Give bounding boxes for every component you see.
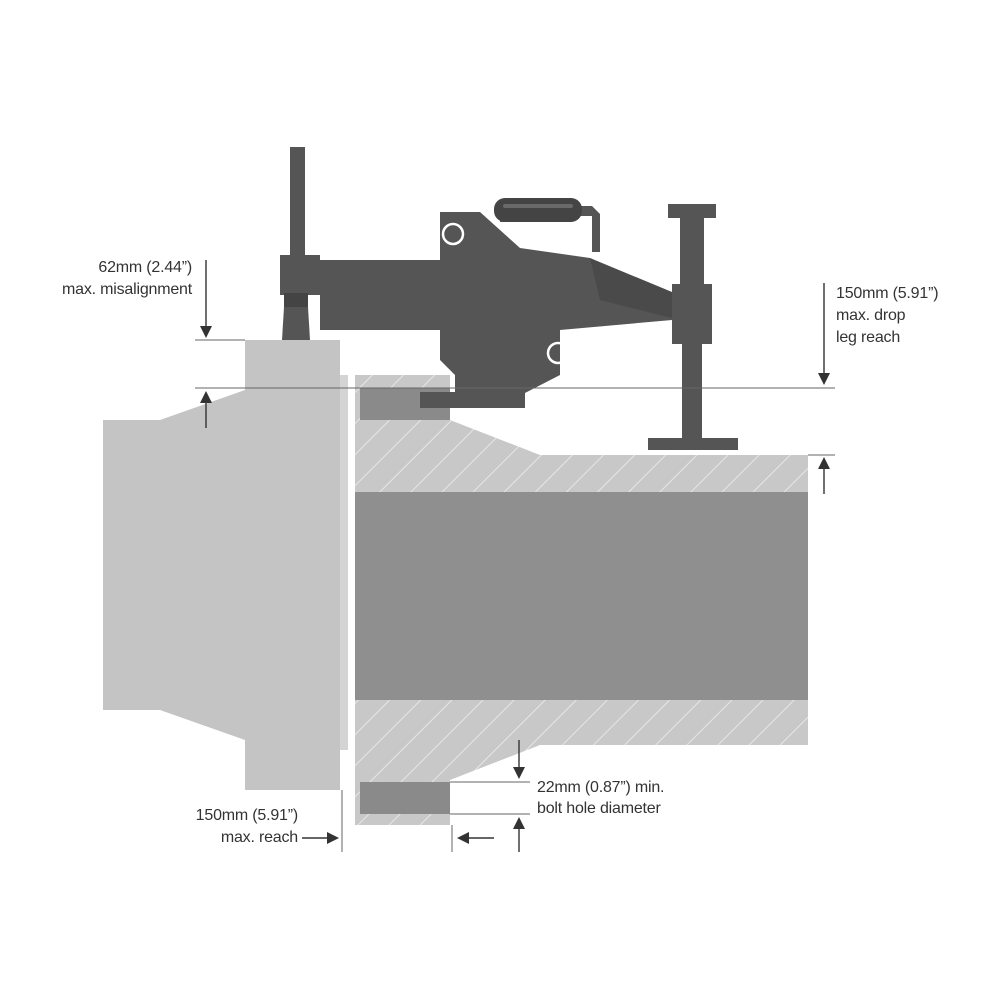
drop-caption-2: leg reach [836, 329, 900, 346]
upper-pivot-hole [441, 222, 465, 246]
tool-spindle-head [280, 255, 320, 295]
right-pipe-bore [355, 492, 808, 700]
tool-spindle-collar [284, 293, 308, 307]
lower-pivot-hole [546, 341, 570, 365]
left-flange [103, 340, 348, 790]
misalignment-caption: max. misalignment [62, 281, 193, 298]
tool-handle-grip [494, 198, 582, 222]
tool-spindle [290, 147, 305, 257]
bolt-value: 22mm (0.87”) min. [537, 779, 664, 796]
reach-caption: max. reach [221, 829, 298, 846]
right-flange [355, 375, 808, 825]
tool-arm-extension [590, 258, 672, 318]
bolt-caption: bolt hole diameter [537, 800, 661, 817]
drop-leg-foot [648, 438, 738, 450]
right-pipe-lower-wall [355, 700, 808, 825]
reach-dimension: 150mm (5.91”) max. reach [196, 790, 343, 852]
misalignment-dimension: 62mm (2.44”) max. misalignment [62, 259, 835, 428]
tool-jaw-tip [282, 307, 310, 340]
right-pipe-upper-wall [355, 375, 808, 492]
flange-alignment-tool [280, 147, 738, 450]
drop-leg-lower-post [682, 344, 702, 438]
drop-leg-upper-post [680, 218, 704, 284]
drop-caption-1: max. drop [836, 307, 906, 324]
tool-arm [320, 260, 440, 330]
drop-leg-clamp-block [672, 284, 712, 344]
lower-bolt-hole [360, 782, 450, 814]
bolt-hole-dimension: 22mm (0.87”) min. bolt hole diameter [450, 740, 664, 852]
left-flange-face [340, 375, 348, 750]
tool-handle-grip-highlight [503, 204, 573, 208]
misalignment-value: 62mm (2.44”) [98, 259, 192, 276]
drop-leg-dimension: 150mm (5.91”) max. drop leg reach [808, 283, 939, 494]
drop-leg-top-cap [668, 204, 716, 218]
drop-value: 150mm (5.91”) [836, 285, 938, 302]
tool-body [420, 212, 672, 408]
left-pipe-body [103, 340, 340, 790]
reach-value: 150mm (5.91”) [196, 807, 298, 824]
